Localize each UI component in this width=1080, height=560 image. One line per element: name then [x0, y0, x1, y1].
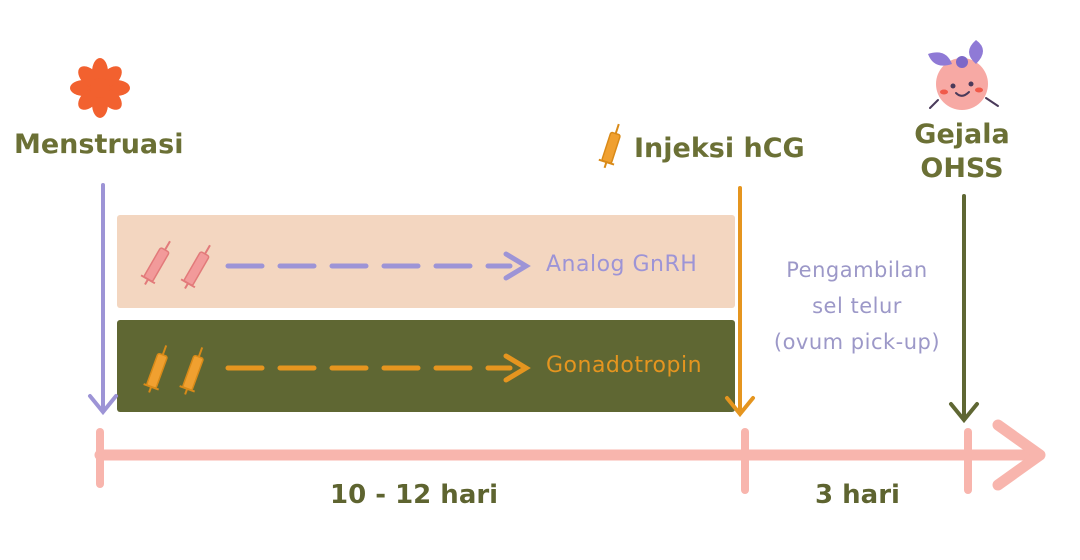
- timeline-axis: [94, 419, 1046, 494]
- injeksi-hcg-label: Injeksi hCG: [634, 133, 805, 164]
- pickup-line3: (ovum pick-up): [773, 330, 941, 354]
- menstruasi-arrow: [88, 183, 118, 416]
- hcg-arrow: [725, 186, 755, 418]
- analog-gnrh-label: Analog GnRH: [546, 252, 698, 277]
- syringe-icon: [179, 347, 204, 395]
- syringe-icon: [143, 345, 168, 393]
- menstruasi-label: Menstruasi: [14, 129, 184, 160]
- analog-dashed-arrow: [225, 251, 531, 281]
- duration-second: 3 hari: [815, 480, 900, 510]
- gejala-line2: OHSS: [920, 153, 1004, 184]
- flower-icon: [70, 58, 130, 118]
- ovum-pickup-label: Pengambilan sel telur (ovum pick-up): [752, 252, 962, 360]
- syringe-icon: [598, 123, 621, 169]
- pickup-line2: sel telur: [812, 294, 902, 318]
- syringe-icon: [140, 240, 171, 286]
- gonadotropin-bar: [117, 320, 735, 412]
- ohss-arrow: [949, 194, 979, 424]
- gonadotropin-dashed-arrow: [225, 353, 531, 383]
- syringe-icon: [180, 244, 211, 290]
- analog-gnrh-bar: [117, 215, 735, 308]
- gonadotropin-label: Gonadotropin: [546, 353, 703, 378]
- face-with-bow-icon: [928, 40, 999, 110]
- duration-first: 10 - 12 hari: [330, 480, 499, 510]
- gejala-ohss-label: Gejala OHSS: [896, 118, 1028, 186]
- gejala-line1: Gejala: [914, 119, 1010, 150]
- pickup-line1: Pengambilan: [786, 258, 928, 282]
